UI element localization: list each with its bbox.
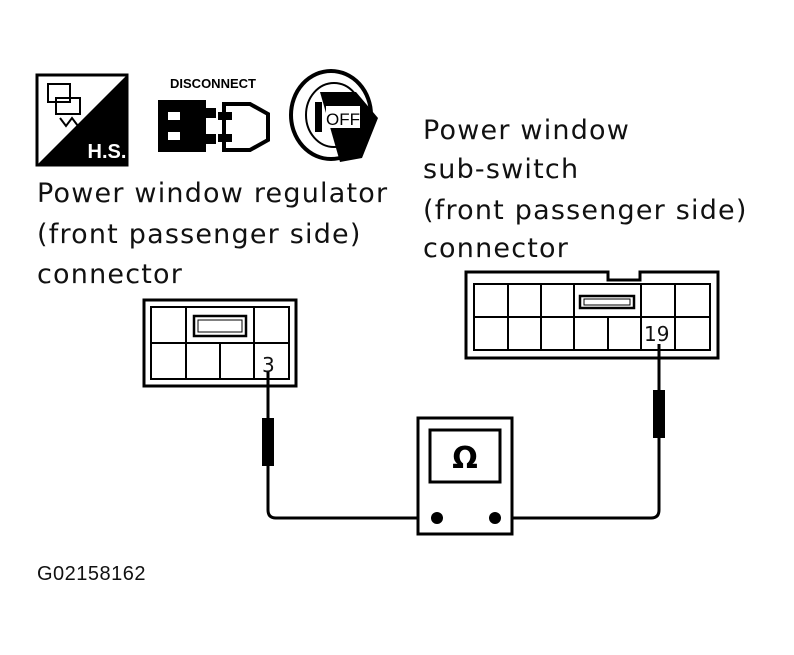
ignition-off-icon: OFF bbox=[289, 69, 378, 162]
meter-terminal-left bbox=[431, 512, 443, 524]
sub-switch-pin-label: 19 bbox=[644, 322, 669, 346]
disconnect-label: DISCONNECT bbox=[170, 76, 256, 91]
meter-terminal-right bbox=[489, 512, 501, 524]
test-leads bbox=[262, 344, 665, 520]
left-connector-title-line-1: Power window regulator bbox=[37, 178, 388, 209]
left-connector-title-line-2: (front passenger side) bbox=[37, 219, 362, 250]
right-connector-title-line-3: (front passenger side) bbox=[423, 195, 748, 226]
figure-id: G02158162 bbox=[37, 563, 146, 585]
ohmmeter: Ω bbox=[416, 416, 514, 536]
harness-service-icon: H.S. bbox=[35, 73, 129, 167]
right-connector-title-line-1: Power window bbox=[423, 115, 630, 146]
right-connector-title-line-4: connector bbox=[423, 233, 569, 264]
left-connector-title-line-3: connector bbox=[37, 259, 183, 290]
regulator-connector: 3 bbox=[142, 298, 298, 388]
right-connector-title-line-2: sub-switch bbox=[423, 154, 579, 185]
hs-label: H.S. bbox=[88, 141, 127, 163]
ohm-symbol: Ω bbox=[452, 441, 478, 476]
regulator-pin-label: 3 bbox=[262, 353, 275, 377]
off-label: OFF bbox=[326, 110, 360, 129]
disconnect-icon: DISCONNECT bbox=[158, 76, 270, 152]
sub-switch-connector: 19 bbox=[464, 270, 720, 360]
